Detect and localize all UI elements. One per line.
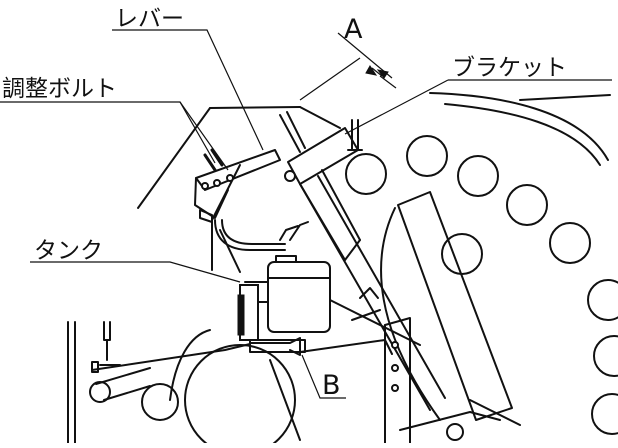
pipes [214,111,309,251]
label-lever: レバー [115,6,184,32]
label-b: B [322,370,341,401]
leader-lines [0,29,612,399]
drum [345,92,618,435]
support-column [351,287,521,444]
frame-panel [137,106,341,273]
label-a: A [344,14,363,45]
lever-assembly [194,148,281,223]
label-bracket: ブラケット [452,55,567,81]
label-adjust-bolt: 調整ボルト [2,76,117,102]
pin [347,119,363,151]
tank [237,255,331,341]
lower-mechanism [67,321,393,448]
cylinder-assembly [284,127,446,411]
label-tank: タンク [34,238,103,264]
